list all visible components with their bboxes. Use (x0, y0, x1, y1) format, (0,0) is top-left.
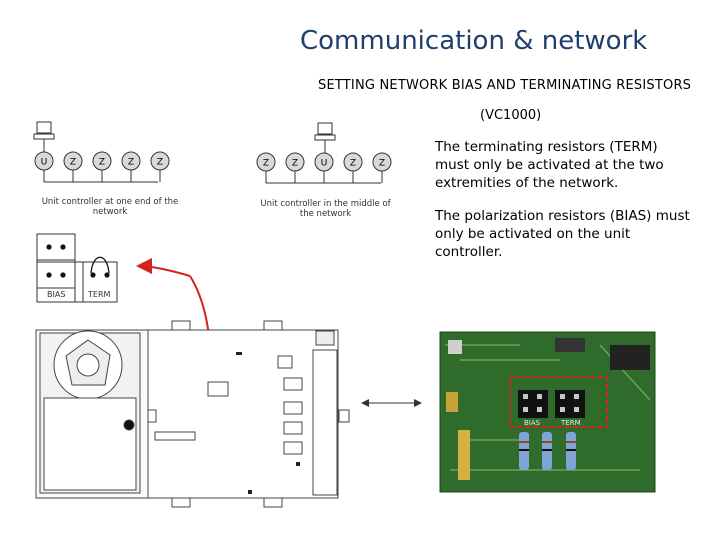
left-node-label-2: Z (99, 158, 105, 168)
pcb-photo: BIAS TERM (439, 331, 656, 493)
model-label: (VC1000) (480, 108, 542, 123)
bias-jumper-label: BIAS (47, 290, 65, 299)
bias-paragraph: The polarization resistors (BIAS) must o… (435, 208, 690, 260)
pcb-term-label: TERM (560, 419, 581, 427)
left-node-label-3: Z (128, 158, 134, 168)
computer-icon (314, 122, 336, 141)
jumper-bridge (90, 256, 110, 274)
section-subtitle: SETTING NETWORK BIAS AND TERMINATING RES… (318, 78, 692, 93)
right-node-label-3: Z (350, 159, 356, 169)
jumper-detail: BIAS TERM (36, 233, 118, 303)
left-node-label-1: Z (70, 158, 76, 168)
left-node-3 (121, 151, 141, 171)
controller-board-drawing (35, 320, 350, 508)
left-node-0 (34, 151, 54, 171)
right-node-0 (256, 152, 276, 172)
jumper-highlight-box (509, 376, 608, 428)
pcb-bias-label: BIAS (524, 419, 541, 427)
right-node-label-0: Z (263, 159, 269, 169)
left-node-4 (150, 151, 170, 171)
right-network-caption: Unit controller in the middle of the net… (260, 199, 391, 219)
term-jumper-label: TERM (87, 290, 111, 299)
left-node-2 (92, 151, 112, 171)
page-title: Communication & network (300, 26, 648, 56)
left-node-1 (63, 151, 83, 171)
left-node-label-4: Z (157, 158, 163, 168)
left-network-caption: Unit controller at one end of the networ… (41, 197, 179, 217)
computer-icon (33, 121, 55, 140)
left-node-label-0: U (41, 158, 48, 168)
term-paragraph: The terminating resistors (TERM) must on… (435, 139, 664, 191)
right-node-label-2: U (321, 159, 328, 169)
right-node-4 (372, 152, 392, 172)
right-node-3 (343, 152, 363, 172)
right-node-label-1: Z (292, 159, 298, 169)
right-node-1 (285, 152, 305, 172)
right-node-label-4: Z (379, 159, 385, 169)
right-node-2 (314, 152, 334, 172)
